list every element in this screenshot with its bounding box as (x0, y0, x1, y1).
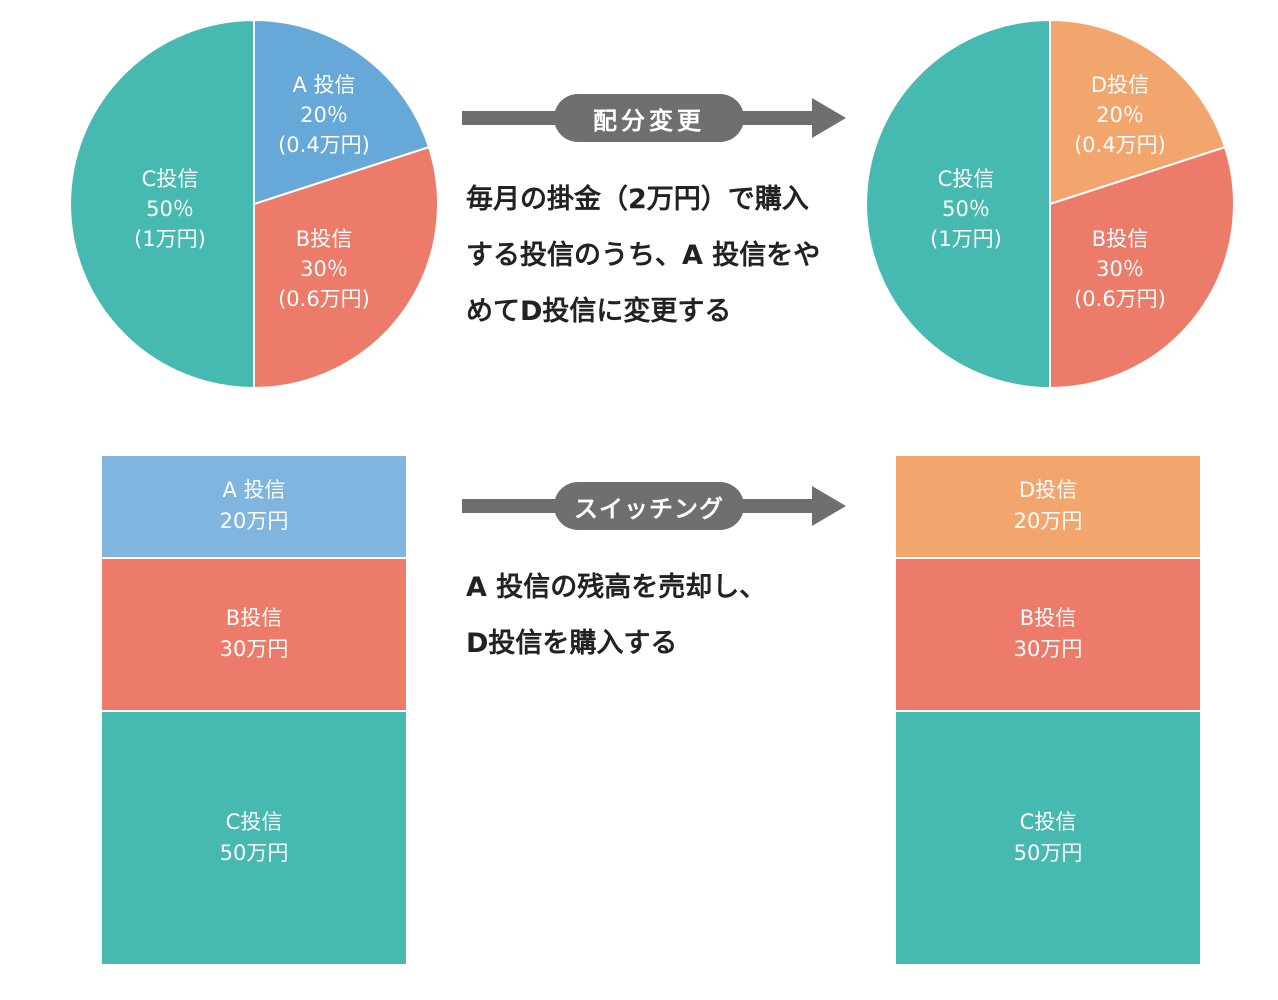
pie-slice-c-label: C投信 50％ (1万円) (930, 167, 1002, 251)
pie-label-line: 50％ (942, 197, 990, 221)
pie-label-line: D投信 (1091, 73, 1149, 97)
description-line: めてD投信に変更する (466, 296, 732, 327)
pie-label-line: B投信 (296, 227, 352, 251)
pie-slice-b-label: B投信 30％ (0.6万円) (1074, 227, 1166, 311)
pie-label-line: A 投信 (292, 73, 355, 97)
pie-label-line: 50％ (146, 197, 194, 221)
stacked-bar-before: A 投信 20万円 B投信 30万円 C投信 50万円 (102, 456, 406, 964)
bar-segment-label: 30万円 (1013, 637, 1083, 662)
switching-label: スイッチング (554, 482, 744, 530)
bar-segment-label: 30万円 (219, 637, 289, 662)
bar-segment-c: C投信 50万円 (102, 712, 406, 964)
arrow-right-icon (812, 486, 846, 526)
bar-segment-label: C投信 (225, 810, 283, 834)
pie-label-line: 30％ (1096, 257, 1144, 281)
bar-segment-c: C投信 50万円 (896, 712, 1200, 964)
pie-slice-c (69, 18, 255, 390)
pie-label-line: (0.6万円) (278, 287, 370, 311)
pie-slice-b (253, 145, 439, 390)
pie-slice-a (1049, 18, 1227, 206)
bar-segment-a: A 投信 20万円 (102, 456, 406, 557)
pie-slice-b (1049, 145, 1235, 390)
bar-segment-b: B投信 30万円 (102, 558, 406, 710)
pie-slice-b-label: B投信 30％ (0.6万円) (278, 227, 370, 311)
description-line: A 投信の残高を売却し、 (466, 572, 767, 603)
bar-segment-label: B投信 (225, 606, 283, 631)
bar-segment-a: D投信 20万円 (896, 456, 1200, 557)
bar-segment-label: 50万円 (219, 841, 289, 865)
pie-slice-a (253, 18, 431, 206)
pie-label-line: (1万円) (134, 227, 206, 251)
description-line: D投信を購入する (466, 628, 678, 659)
pie-slice-c (865, 18, 1051, 390)
pie-label-line: C投信 (142, 167, 199, 191)
pie-label-line: 30％ (300, 257, 348, 281)
pie-label-line: C投信 (938, 167, 995, 191)
pie-label-line: (0.4万円) (1074, 133, 1166, 157)
bar-segment-label: D投信 (1018, 478, 1078, 503)
pie-slice-a-label: D投信 20％ (0.4万円) (1074, 73, 1166, 157)
pie-label-line: (0.6万円) (1074, 287, 1166, 311)
switching-arrow: スイッチング (462, 482, 846, 530)
pie-label-line: (1万円) (930, 227, 1002, 251)
description-line: する投信のうち、A 投信をや (466, 240, 821, 271)
allocation-change-arrow: 配分変更 (462, 94, 846, 142)
pie-label-line: (0.4万円) (278, 133, 370, 157)
pie-chart-before: A 投信 20％ (0.4万円) B投信 30％ (0.6万円) C投信 50％ (1万円) (69, 18, 439, 390)
pie-slice-c-label: C投信 50％ (1万円) (134, 167, 206, 251)
description-line: 毎月の掛金（2万円）で購入 (466, 184, 809, 215)
bar-segment-label: A 投信 (222, 478, 286, 503)
allocation-change-label: 配分変更 (554, 94, 744, 142)
bar-segment-label: B投信 (1019, 606, 1077, 631)
pie-label-line: B投信 (1092, 227, 1148, 251)
bar-segment-b: B投信 30万円 (896, 558, 1200, 710)
pie-label-line: 20％ (1096, 103, 1144, 127)
bar-segment-label: 50万円 (1013, 841, 1083, 865)
pie-slice-a-label: A 投信 20％ (0.4万円) (278, 73, 370, 157)
allocation-change-description: 毎月の掛金（2万円）で購入 する投信のうち、A 投信をや めてD投信に変更する (466, 172, 820, 340)
pie-label-line: 20％ (300, 103, 348, 127)
bar-segment-label: 20万円 (219, 509, 289, 534)
stacked-bar-after: D投信 20万円 B投信 30万円 C投信 50万円 (896, 456, 1200, 964)
switching-description: A 投信の残高を売却し、 D投信を購入する (466, 560, 766, 672)
bar-segment-label: C投信 (1019, 810, 1077, 834)
arrow-right-icon (812, 98, 846, 138)
pie-chart-after: D投信 20％ (0.4万円) B投信 30％ (0.6万円) C投信 50％ (1万円) (865, 18, 1235, 390)
bar-segment-label: 20万円 (1013, 509, 1083, 534)
